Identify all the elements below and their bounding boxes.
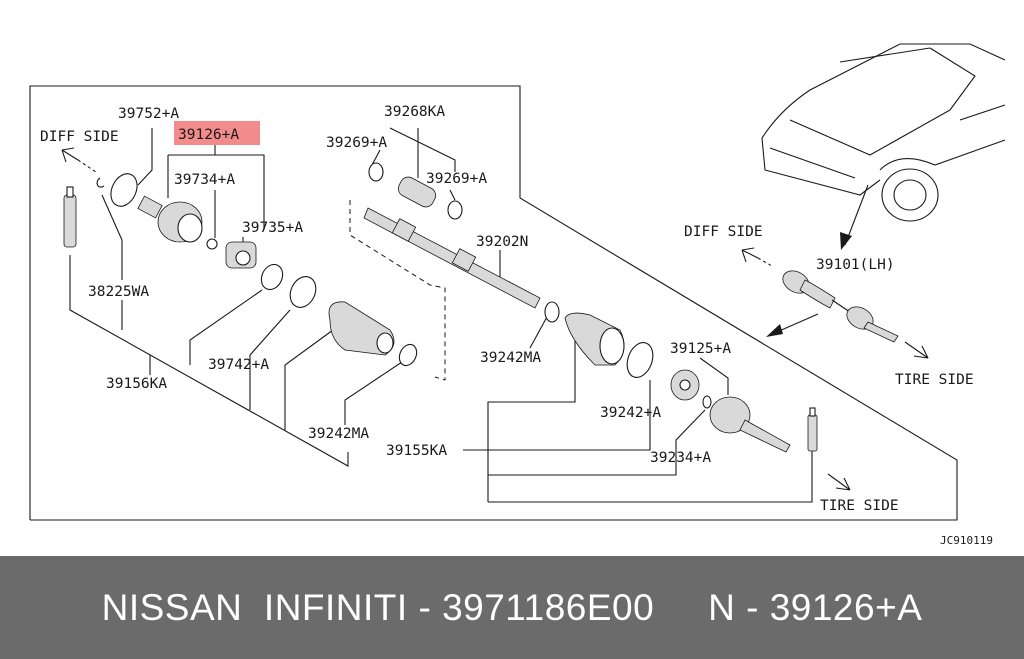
part-outer-joint: [709, 396, 791, 453]
parts-diagram: DIFF SIDE 39752+A 39126+A 39734+A 39735+…: [29, 43, 1006, 547]
part-39126-housing: [137, 195, 203, 243]
part-39234-ring: [702, 395, 712, 409]
part-39268-damper: [397, 176, 437, 208]
highlight-box: [174, 121, 260, 145]
arrow-diff-right: [741, 247, 773, 267]
leader-39242ma-mid: [529, 314, 549, 349]
label-tire-side-right: TIRE SIDE: [895, 372, 974, 388]
label-diff-side-left: DIFF SIDE: [40, 129, 119, 145]
part-39242-boot-right: [564, 312, 625, 366]
part-39242-band: [626, 342, 654, 378]
leader-39752: [137, 128, 153, 186]
leader-39155-c: [488, 440, 813, 503]
car-illustration: [761, 43, 1006, 222]
label-39268ka: 39268KA: [384, 104, 445, 120]
arrow-tire-right: [904, 341, 929, 359]
part-band: [289, 276, 317, 308]
footer-bar: NISSAN INFINITI - 3971186E00 N - 39126+A: [0, 556, 1024, 659]
leader-39242ma-left: [344, 359, 406, 425]
part-39269-clamp-a: [368, 162, 384, 182]
leader-39269a: [371, 149, 381, 166]
leader-39268: [389, 127, 456, 172]
label-39269-a: 39269+A: [326, 135, 387, 151]
part-39125-bearing: [670, 369, 700, 401]
leader-39155-a: [487, 340, 576, 502]
leader-39742-a: [189, 289, 263, 365]
part-snap-ring: [206, 238, 218, 250]
label-39742: 39742+A: [208, 357, 269, 373]
part-clamp-left: [398, 343, 418, 367]
label-tire-side-bottom: TIRE SIDE: [820, 498, 899, 514]
label-39126-highlighted: 39126+A: [178, 127, 239, 143]
leader-39156ka: [69, 255, 349, 467]
label-39125: 39125+A: [670, 341, 731, 357]
diagram-code: JC910119: [940, 534, 993, 547]
label-diff-side-right: DIFF SIDE: [684, 224, 763, 240]
leader-39269b: [449, 189, 456, 201]
bracket-39126: [168, 154, 265, 230]
part-circlip: [96, 177, 105, 188]
leader-38225: [101, 194, 123, 280]
part-39752-ring: [110, 173, 138, 207]
label-39155ka: 39155KA: [386, 443, 447, 459]
diagram-frame: [29, 85, 958, 521]
arrow-tire-bottom: [827, 473, 851, 491]
label-39735: 39735+A: [242, 220, 303, 236]
leader-39155-b: [488, 380, 651, 451]
arrow-diff-left: [61, 147, 97, 173]
arrow-car-to-shaft: [840, 184, 869, 250]
label-39156ka: 39156KA: [106, 376, 167, 392]
footer-part-number: NISSAN INFINITI - 3971186E00 N - 39126+A: [101, 586, 923, 628]
label-39202n: 39202N: [476, 234, 528, 250]
label-39234: 39234+A: [650, 450, 711, 466]
label-39101lh: 39101(LH): [816, 257, 895, 273]
diagram-canvas: DIFF SIDE 39752+A 39126+A 39734+A 39735+…: [29, 43, 1006, 547]
leader-39234: [488, 409, 706, 476]
part-39742-ring: [260, 263, 284, 291]
label-39242ma-mid: 39242MA: [480, 350, 541, 366]
dashed-group: [349, 200, 446, 381]
part-tire-side-shaft: [807, 407, 818, 452]
part-39735-spider: [225, 241, 257, 269]
part-39242ma-boot: [328, 301, 395, 356]
assembled-driveshaft: [782, 270, 899, 343]
leader-39125: [699, 357, 729, 395]
arrow-to-assembly: [766, 313, 819, 337]
part-39202n-shaft: [363, 207, 541, 309]
part-clamp-mid: [544, 301, 560, 323]
part-39269-clamp-b: [447, 200, 463, 220]
leader-39742-b: [249, 309, 291, 410]
label-38225wa: 38225WA: [88, 284, 149, 300]
label-39242ma-left: 39242MA: [308, 426, 369, 442]
label-39242: 39242+A: [600, 405, 661, 421]
part-38225wa-shaft: [63, 186, 77, 248]
label-39269-b: 39269+A: [426, 171, 487, 187]
label-39734: 39734+A: [174, 172, 235, 188]
label-39752: 39752+A: [118, 106, 179, 122]
leader-39742-c: [284, 329, 334, 430]
